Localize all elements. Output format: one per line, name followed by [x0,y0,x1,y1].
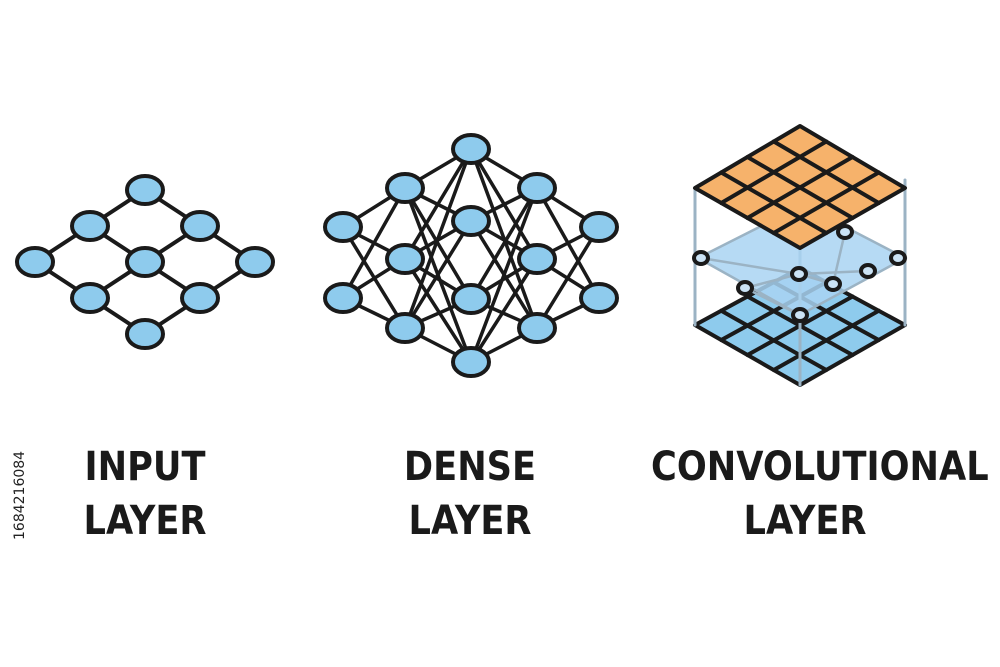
top-grid-gridline [771,139,881,205]
dense-edge [535,225,601,330]
middle-node [824,276,842,292]
dense-node [451,346,491,378]
input-node [70,210,110,242]
dense-nodes [323,133,619,378]
middle-connection [699,256,801,276]
dense-node [323,211,363,243]
middle-node [790,266,808,282]
dense-node [579,211,619,243]
input-node [15,246,55,278]
dense-node [579,282,619,314]
dense-node [385,243,425,275]
input-node [180,282,220,314]
input-layer-caption: INPUT LAYER [35,440,255,548]
middle-connection [743,272,801,290]
middle-node [692,250,710,266]
dense-edges [341,147,601,364]
input-node [180,210,220,242]
dense-node [451,205,491,237]
middle-node [836,224,854,240]
dense-node [323,282,363,314]
dense-node [451,133,491,165]
stock-image-id: 1684216084 [12,450,28,540]
dense-edge [403,147,473,330]
input-layer-network [15,174,275,350]
dense-node [517,172,557,204]
dense-node [451,283,491,315]
top-grid-gridline [745,155,855,220]
convolutional-layer-stack [692,124,908,387]
dense-edge [403,257,473,364]
middle-node [889,250,907,266]
middle-node [736,280,754,296]
dense-node [517,312,557,344]
input-node [125,174,165,206]
input-node [70,282,110,314]
input-nodes [15,174,275,350]
caption-line: INPUT [84,444,206,490]
middle-connection [831,230,847,286]
caption-line: LAYER [743,498,867,544]
dense-node [385,312,425,344]
top-grid [693,124,907,250]
input-node [235,246,275,278]
dense-node [517,243,557,275]
dense-edge [403,147,473,261]
dense-layer-network [323,133,619,378]
dense-edge [469,186,539,364]
input-node [125,318,165,350]
dense-edge [469,257,539,364]
dense-edge [403,219,473,330]
middle-node [859,263,877,279]
dense-edge [341,186,407,300]
convolutional-layer-caption: CONVOLUTIONAL LAYER [651,440,989,548]
dense-node [385,172,425,204]
dense-edge [469,186,539,301]
caption-line: LAYER [408,498,532,544]
bottom-grid-gridline [771,308,881,372]
dense-layer-caption: DENSE LAYER [360,440,580,548]
middle-connections [699,230,870,317]
top-grid-gridline [771,170,881,235]
caption-line: CONVOLUTIONAL [651,444,989,490]
middle-node [791,307,809,323]
caption-line: LAYER [83,498,207,544]
middle-connection [797,269,870,276]
input-node [125,246,165,278]
caption-line: DENSE [403,444,537,490]
middle-connection [743,286,802,317]
